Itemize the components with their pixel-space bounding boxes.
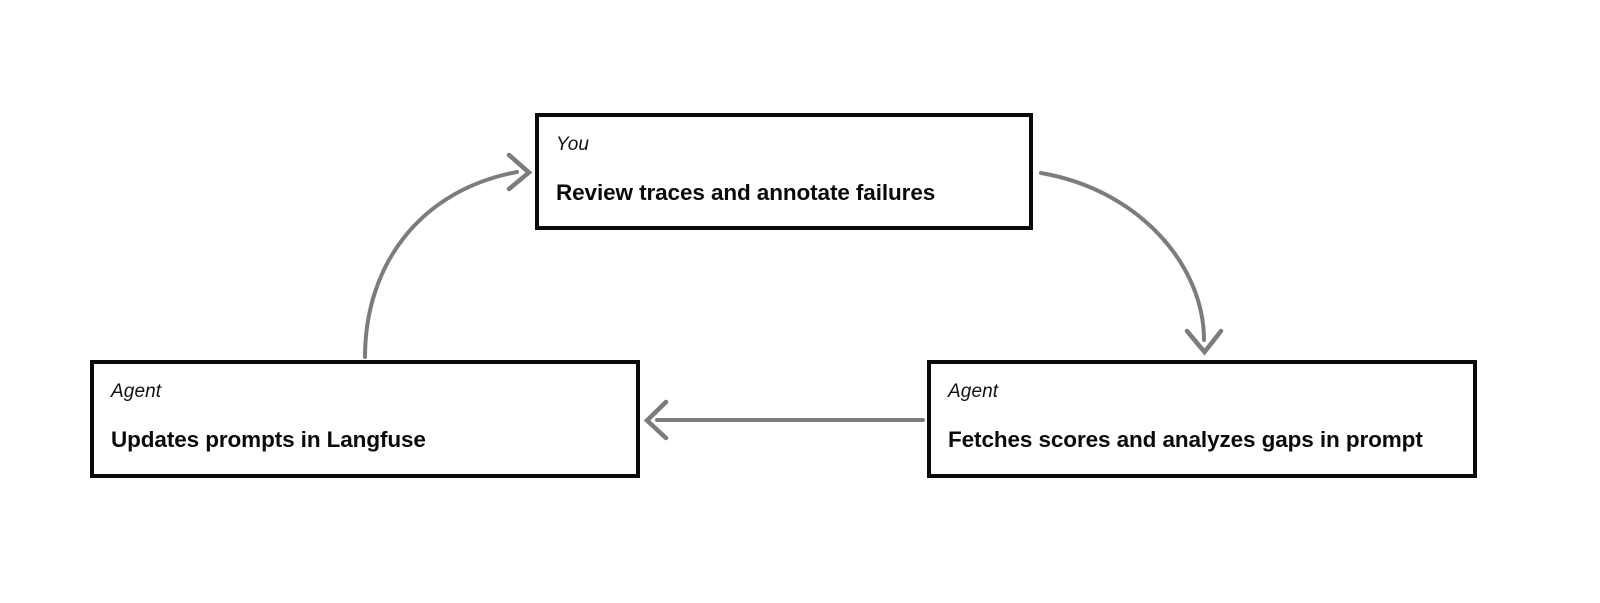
edge-update-to-review-line bbox=[363, 170, 519, 359]
node-review-traces[interactable]: You Review traces and annotate failures bbox=[535, 113, 1033, 230]
node-fetches-scores-title: Fetches scores and analyzes gaps in prom… bbox=[948, 427, 1423, 452]
edge-review-to-fetch bbox=[1039, 171, 1224, 356]
node-fetches-scores-role: Agent bbox=[948, 381, 999, 402]
edge-update-to-review-arrowhead bbox=[506, 152, 533, 192]
node-fetches-scores[interactable]: Agent Fetches scores and analyzes gaps i… bbox=[927, 360, 1477, 478]
edge-fetch-to-update-arrowhead bbox=[643, 399, 669, 441]
edge-review-to-fetch-arrowhead bbox=[1184, 328, 1224, 356]
node-updates-prompts-title: Updates prompts in Langfuse bbox=[111, 427, 426, 452]
edge-update-to-review bbox=[363, 152, 533, 359]
node-updates-prompts[interactable]: Agent Updates prompts in Langfuse bbox=[90, 360, 640, 478]
edge-fetch-to-update bbox=[643, 399, 925, 441]
node-updates-prompts-role: Agent bbox=[111, 381, 162, 402]
edge-review-to-fetch-line bbox=[1039, 171, 1206, 342]
node-review-traces-role: You bbox=[556, 134, 590, 155]
node-review-traces-title: Review traces and annotate failures bbox=[556, 180, 936, 205]
